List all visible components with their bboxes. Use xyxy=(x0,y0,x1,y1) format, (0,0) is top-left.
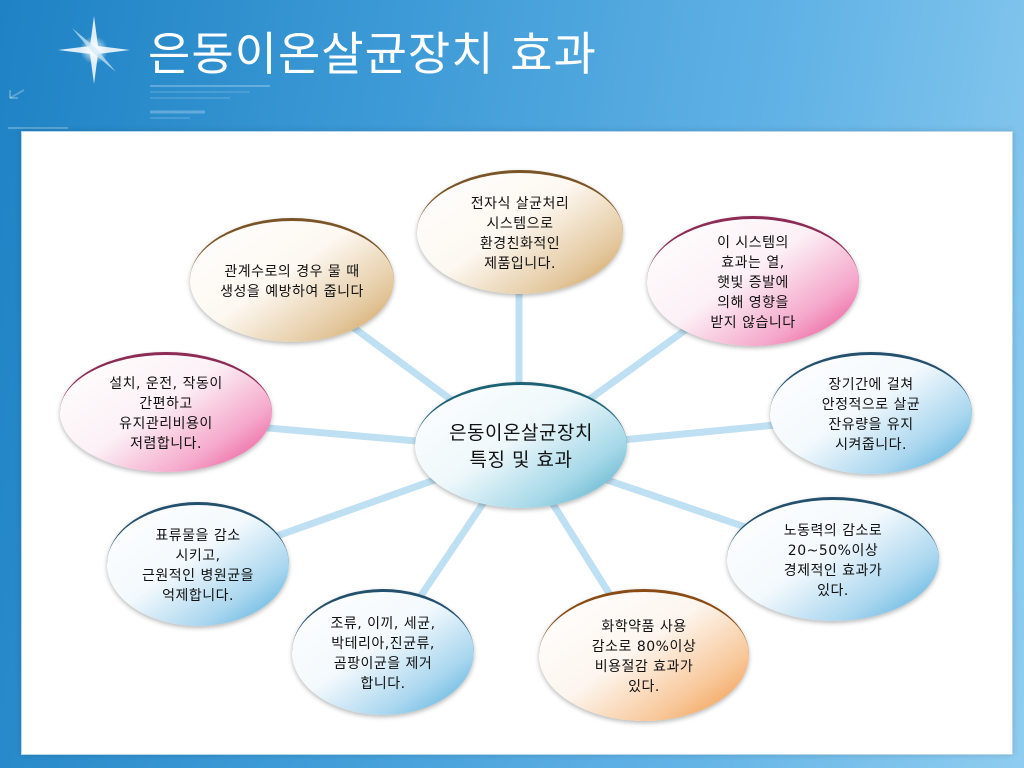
center-node: 은동이온살균장치 특징 및 효과 xyxy=(415,382,627,508)
effect-node-label: 전자식 살균처리 시스템으로 환경친화적인 제품입니다. xyxy=(470,195,570,272)
decorative-lines xyxy=(8,85,270,129)
effect-node-label: 장기간에 걸쳐 안정적으로 살균 잔유량을 유지 시켜줍니다. xyxy=(821,376,921,453)
effect-node-label: 조류, 이끼, 세균, 박테리아,진균류, 곰팡이균을 제거 합니다. xyxy=(330,615,436,692)
center-node-label: 은동이온살균장치 특징 및 효과 xyxy=(449,421,593,471)
effect-node-label: 노동력의 감소로 20~50%이상 경제적인 효과가 있다. xyxy=(783,522,883,599)
effect-node-bottom-left: 조류, 이끼, 세균, 박테리아,진균류, 곰팡이균을 제거 합니다. xyxy=(292,589,474,715)
effect-node-upper-right: 이 시스템의 효과는 열, 햇빛 증발에 의해 영향을 받지 않습니다 xyxy=(647,216,859,346)
effect-node-bottom-right: 화학약품 사용 감소로 80%이상 비용절감 효과가 있다. xyxy=(539,589,749,721)
effect-node-right: 장기간에 걸쳐 안정적으로 살균 잔유량을 유지 시켜줍니다. xyxy=(770,352,972,474)
slide-title: 은동이온살균장치 효과 xyxy=(148,27,597,81)
effect-node-upper-left: 관계수로의 경우 물 때 생성을 예방하여 줍니다 xyxy=(190,218,394,342)
effect-node-lower-right: 노동력의 감소로 20~50%이상 경제적인 효과가 있다. xyxy=(727,497,939,621)
effect-node-label: 관계수로의 경우 물 때 생성을 예방하여 줍니다 xyxy=(220,263,364,300)
effect-node-label: 화학약품 사용 감소로 80%이상 비용절감 효과가 있다. xyxy=(591,618,697,695)
effect-node-lower-left: 표류물을 감소 시키고, 근원적인 병원균을 억제합니다. xyxy=(107,502,289,626)
effect-node-label: 표류물을 감소 시키고, 근원적인 병원균을 억제합니다. xyxy=(142,527,254,604)
diagram-panel: 전자식 살균처리 시스템으로 환경친화적인 제품입니다. 이 시스템의 효과는 … xyxy=(21,131,1013,755)
effect-node-label: 설치, 운전, 작동이 간편하고 유지관리비용이 저렴합니다. xyxy=(109,375,223,452)
effect-node-top: 전자식 살균처리 시스템으로 환경친화적인 제품입니다. xyxy=(417,170,623,294)
sparkle-icon xyxy=(58,16,130,84)
effect-node-label: 이 시스템의 효과는 열, 햇빛 증발에 의해 영향을 받지 않습니다 xyxy=(710,234,796,331)
effect-node-left: 설치, 운전, 작동이 간편하고 유지관리비용이 저렴합니다. xyxy=(60,352,272,472)
